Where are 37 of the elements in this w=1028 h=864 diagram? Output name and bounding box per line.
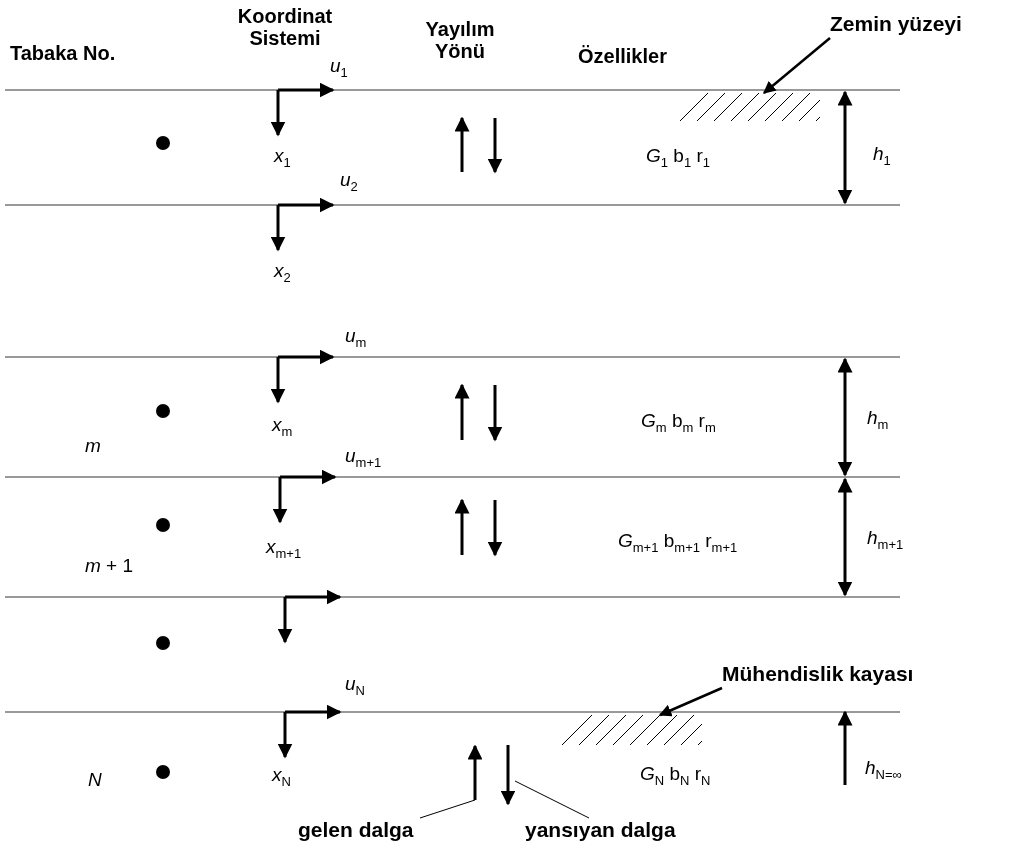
column-heading: Özellikler — [578, 45, 667, 67]
axis-label: u$_{1}$ — [330, 56, 348, 81]
callout-text: yansıyan dalga — [525, 818, 685, 844]
height-label: h$_{m+1}$ — [867, 528, 904, 553]
callout-text: gelen dalga — [298, 818, 420, 844]
axis-label: x$_{1}$ — [274, 146, 291, 171]
property-label: G$_{1}$ b$_{1}$ r$_{1}$ — [646, 146, 710, 171]
axis-label: u$_{m+1}$ — [345, 446, 382, 471]
column-heading: Tabaka No. — [10, 42, 116, 64]
leader-line — [419, 799, 476, 819]
leader-arrow — [658, 686, 723, 717]
layer-number: N — [88, 770, 102, 791]
property-label: G$_{m+1}$ b$_{m+1}$ r$_{m+1}$ — [618, 531, 738, 556]
property-label: G$_{m}$ b$_{m}$ r$_{m}$ — [641, 411, 716, 436]
axis-label: u$_{N}$ — [345, 674, 365, 699]
axis-label: u$_{m}$ — [345, 326, 367, 351]
column-heading: Koordinat Sistemi — [236, 5, 334, 49]
incident-wave-arrow — [468, 745, 482, 800]
axis-label: x$_{m}$ — [272, 415, 293, 440]
hatched-surface — [562, 715, 702, 745]
height-label: h$_{1}$ — [873, 144, 891, 169]
column-heading: Yayılım Yönü — [424, 18, 496, 62]
hatched-surface — [680, 93, 820, 121]
callout-text: Mühendislik kayası — [722, 662, 992, 688]
axis-label: x$_{2}$ — [274, 261, 291, 286]
height-label: h$_{m}$ — [867, 408, 889, 433]
leader-arrow — [763, 37, 831, 94]
property-label: G$_{N}$ b$_{N}$ r$_{N}$ — [640, 764, 711, 789]
layer-number: m — [85, 436, 101, 457]
layer-number: m + 1 — [85, 556, 134, 577]
axis-label: x$_{m+1}$ — [266, 537, 302, 562]
axis-label: u$_{2}$ — [340, 170, 358, 195]
callout-text: Zemin yüzeyi — [830, 12, 1020, 38]
axis-label: x$_{N}$ — [272, 765, 291, 790]
height-label: h$_{N=∞}$ — [865, 758, 902, 783]
leader-line — [514, 780, 590, 819]
reflected-wave-arrow — [501, 745, 515, 805]
